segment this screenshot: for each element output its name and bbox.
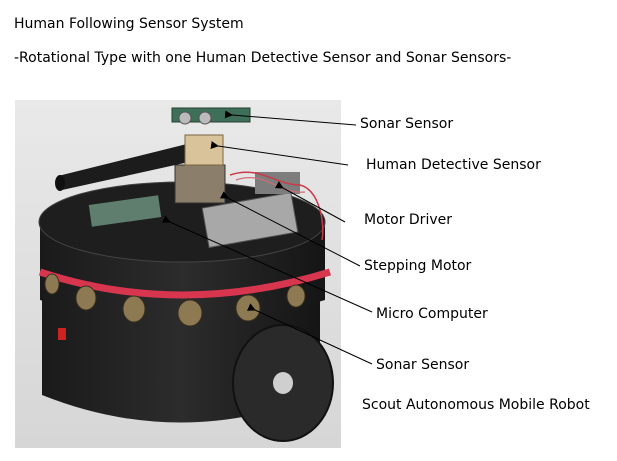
callout-line-human-detective <box>210 141 349 166</box>
label-stepping-motor: Stepping Motor <box>364 258 472 274</box>
diagram-title: Human Following Sensor System <box>14 16 244 32</box>
human-detective-sensor <box>184 134 224 166</box>
micro-computer-board <box>88 195 162 227</box>
callout-line-micro-computer <box>161 215 373 313</box>
label-sonar-sensor-top: Sonar Sensor <box>360 116 454 132</box>
caption-scout-robot: Scout Autonomous Mobile Robot <box>362 397 590 413</box>
motor-driver-box <box>201 191 299 249</box>
label-sonar-sensor-bottom: Sonar Sensor <box>376 357 470 373</box>
sensor-tube <box>58 142 198 190</box>
diagram-subtitle: -Rotational Type with one Human Detectiv… <box>14 50 512 66</box>
power-button <box>58 328 66 340</box>
callout-line-sonar-bottom <box>246 303 373 365</box>
stepping-motor <box>174 164 226 204</box>
label-motor-driver: Motor Driver <box>364 212 452 228</box>
label-human-detective-sensor: Human Detective Sensor <box>366 157 541 173</box>
callout-line-stepping-motor <box>219 191 361 267</box>
wheel-hub <box>273 372 293 394</box>
callout-line-sonar-top <box>224 110 357 126</box>
callout-line-motor-driver <box>274 181 346 223</box>
label-micro-computer: Micro Computer <box>376 306 488 322</box>
red-bumper <box>38 268 332 299</box>
